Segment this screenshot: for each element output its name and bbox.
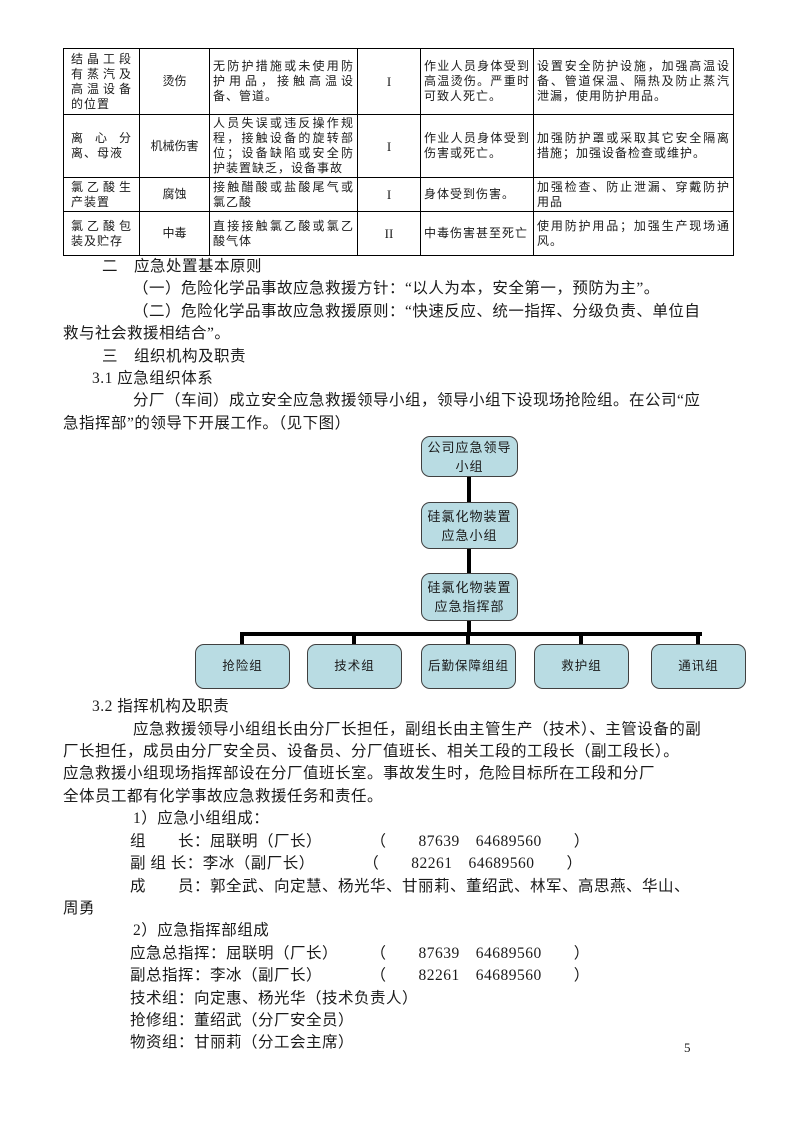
cell-risk-level: II [357, 211, 421, 256]
cell-consequence: 中毒伤害甚至死亡 [420, 211, 534, 256]
heading-organization: 三 组织机构及职责 [102, 347, 247, 365]
para-org-line-1: 分厂（车间）成立安全应急救援领导小组，领导小组下设现场抢险组。在公司“应 [133, 392, 701, 410]
roster-chief-commander: 应急总指挥：屈联明（厂长） （ 87639 64689560 ） [130, 944, 590, 962]
cell-consequence: 作业人员身体受到高温烫伤。严重时可致人死亡。 [420, 48, 534, 115]
org-box-label: 硅氯化物装置 [427, 580, 512, 596]
cell-location: 离心分离、母液 [63, 114, 140, 178]
cell-cause: 无防护措施或未使用防护用品，接触高温设备、管道。 [209, 48, 358, 115]
cell-hazard-type: 机械伤害 [139, 114, 210, 178]
roster-tech-group: 技术组：向定惠、杨光华（技术负责人） [130, 989, 419, 1007]
roster-repair-group: 抢修组：董绍武（分厂安全员） [130, 1011, 355, 1029]
connector-line [352, 632, 356, 645]
hazard-table-row: 结晶工段有蒸汽及高温设备的位置 烫伤 无防护措施或未使用防护用品，接触高温设备、… [63, 48, 734, 115]
cell-location: 氯乙酸包装及贮存 [63, 211, 140, 256]
org-box-label: 硅氯化物装置 [427, 508, 512, 524]
cell-cause: 人员失误或违反操作规程，接触设备的旋转部位；设备缺陷或安全防护装置缺乏，设备事故 [209, 114, 358, 178]
cell-risk-level: I [357, 177, 421, 212]
roster-leader: 组 长：屈联明（厂长） （ 87639 64689560 ） [130, 832, 590, 850]
para-org-line-2: 急指挥部”的领导下开展工作。（见下图） [63, 414, 351, 432]
cell-cause: 接触醋酸或盐酸尾气或氯乙酸 [209, 177, 358, 212]
body-text-top: 二 应急处置基本原则 （一）危险化学品事故应急救援方针：“以人为本，安全第一，预… [63, 256, 733, 435]
body-text-bottom: 3.2 指挥机构及职责 应急救援领导小组组长由分厂长担任，副组长由主管生产（技术… [63, 696, 733, 1055]
principle-item-1: （一）危险化学品事故应急救援方针：“以人为本，安全第一，预防为主”。 [133, 280, 660, 298]
org-chart: 公司应急领导 小组 硅氯化物装置 应急小组 硅氯化物装置 应急指挥部 抢险组 技… [63, 435, 746, 690]
list-2-title: 2）应急指挥部组成 [133, 922, 270, 940]
roster-deputy-leader: 副 组 长：李冰（副厂长） （ 82261 64689560 ） [130, 855, 583, 873]
cell-risk-level: I [357, 48, 421, 115]
roster-supply-group: 物资组：甘丽莉（分工会主席） [130, 1034, 355, 1052]
connector-line [467, 621, 471, 635]
org-box-plant-emergency-group: 硅氯化物装置 应急小组 [421, 502, 518, 550]
cell-hazard-type: 腐蚀 [139, 177, 210, 212]
connector-line [466, 632, 470, 645]
org-box-label: 抢险组 [222, 659, 263, 674]
cell-hazard-type: 烫伤 [139, 48, 210, 115]
org-box-technical-team: 技术组 [307, 644, 402, 690]
heading-principles: 二 应急处置基本原则 [102, 258, 263, 275]
list-1-title: 1）应急小组组成： [133, 810, 270, 828]
hazard-table: 结晶工段有蒸汽及高温设备的位置 烫伤 无防护措施或未使用防护用品，接触高温设备、… [63, 48, 734, 256]
org-box-plant-command-post: 硅氯化物装置 应急指挥部 [421, 573, 518, 622]
cell-risk-level: I [357, 114, 421, 178]
cell-consequence: 身体受到伤害。 [420, 177, 534, 212]
cell-location: 氯乙酸生产装置 [63, 177, 140, 212]
hazard-table-row: 离心分离、母液 机械伤害 人员失误或违反操作规程，接触设备的旋转部位；设备缺陷或… [63, 114, 734, 178]
principle-item-2: （二）危险化学品事故应急救援原则：“快速反应、统一指挥、分级负责、单位自 [133, 302, 701, 320]
page-number: 5 [684, 1040, 691, 1055]
cell-consequence: 作业人员身体受到伤害或死亡。 [420, 114, 534, 178]
heading-3-1: 3.1 应急组织体系 [92, 370, 214, 388]
org-box-label: 通讯组 [678, 659, 719, 674]
para-command-line-4: 全体员工都有化学事故应急救援任务和责任。 [63, 787, 384, 805]
connector-line [467, 549, 471, 574]
hazard-table-row: 氯乙酸生产装置 腐蚀 接触醋酸或盐酸尾气或氯乙酸 I 身体受到伤害。 加强检查、… [63, 177, 734, 212]
cell-hazard-type: 中毒 [139, 211, 210, 256]
hazard-table-row: 氯乙酸包装及贮存 中毒 直接接触氯乙酸或氯乙酸气体 II 中毒伤害甚至死亡 使用… [63, 211, 734, 256]
para-command-line-1: 应急救援领导小组组长由分厂长担任，副组长由主管生产（技术）、主管设备的副 [133, 720, 702, 738]
org-box-logistics-team: 后勤保障组组 [421, 644, 516, 690]
org-box-rescue-team: 抢险组 [195, 644, 290, 690]
cell-measures: 设置安全防护设施，加强高温设备、管道保温、隔热及防止蒸汽泄漏，使用防护用品。 [533, 48, 734, 115]
para-command-line-3: 应急救援小组现场指挥部设在分厂值班长室。事故发生时，危险目标所在工段和分厂 [63, 765, 656, 783]
cell-measures: 加强防护罩或采取其它安全隔离措施；加强设备检查或维护。 [533, 114, 734, 178]
connector-line [467, 477, 471, 503]
roster-members: 成 员：郭全武、向定慧、杨光华、甘丽莉、董绍武、林军、高思燕、华山、 [130, 877, 691, 895]
cell-cause: 直接接触氯乙酸或氯乙酸气体 [209, 211, 358, 256]
org-box-label: 救护组 [561, 659, 602, 674]
org-box-medical-team: 救护组 [534, 644, 629, 690]
org-box-label: 应急小组 [441, 527, 498, 543]
org-box-label: 后勤保障组组 [427, 659, 509, 674]
org-box-label: 技术组 [334, 659, 375, 674]
connector-line [240, 632, 702, 637]
connector-line [240, 632, 244, 645]
org-box-communication-team: 通讯组 [651, 644, 746, 690]
connector-line [696, 632, 700, 645]
principle-item-2-cont: 救与社会救援相结合”。 [63, 325, 231, 343]
org-box-label: 公司应急领导 [427, 439, 512, 455]
org-box-label: 小组 [455, 458, 484, 474]
cell-measures: 使用防护用品；加强生产现场通风。 [533, 211, 734, 256]
connector-line [579, 632, 583, 645]
heading-3-2: 3.2 指挥机构及职责 [92, 698, 230, 716]
roster-members-cont: 周勇 [63, 899, 96, 917]
cell-location: 结晶工段有蒸汽及高温设备的位置 [63, 48, 140, 115]
cell-measures: 加强检查、防止泄漏、穿戴防护用品 [533, 177, 734, 212]
para-command-line-2: 厂长担任，成员由分厂安全员、设备员、分厂值班长、相关工段的工段长（副工段长）。 [63, 743, 680, 761]
org-box-label: 应急指挥部 [434, 599, 505, 615]
roster-deputy-commander: 副总指挥：李冰（副厂长） （ 82261 64689560 ） [130, 967, 590, 985]
org-box-company-leading-group: 公司应急领导 小组 [421, 436, 518, 478]
